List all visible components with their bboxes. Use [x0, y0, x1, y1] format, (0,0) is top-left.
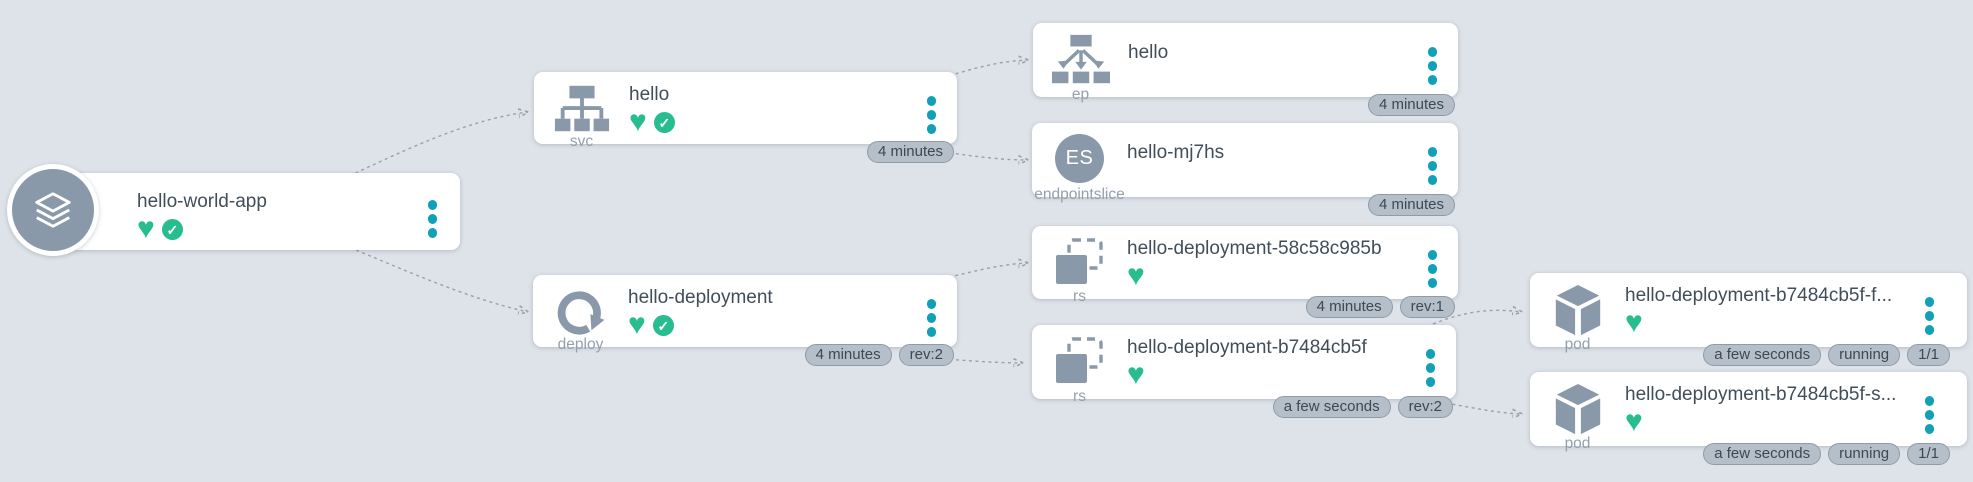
ready-count-badge: 1/1	[1907, 443, 1950, 465]
age-badge: a few seconds	[1703, 443, 1822, 465]
icon-column: ep	[1033, 23, 1128, 103]
node-title: hello	[629, 84, 670, 105]
age-badge: a few seconds	[1703, 344, 1822, 366]
status-row: ♥ ✓	[137, 211, 460, 245]
ready-count-badge: 1/1	[1907, 344, 1950, 366]
icon-column: pod	[1530, 273, 1625, 353]
age-badge: 4 minutes	[1305, 296, 1393, 318]
node-menu-button[interactable]	[1920, 294, 1940, 338]
status-row: ♥	[1625, 404, 1967, 438]
node-kind-label: pod	[1564, 335, 1591, 353]
node-endpointslice-hello-mj7hs[interactable]: ES endpointslice hello-mj7hs 4 minutes	[1032, 123, 1458, 216]
node-deployment-hello-deployment[interactable]: deploy hello-deployment ♥ ✓ 4 minutes re…	[533, 275, 957, 366]
badge-row: a few seconds running 1/1	[1703, 344, 1950, 366]
status-row: ♥	[1127, 357, 1456, 391]
node-title: hello-deployment-b7484cb5f-s...	[1625, 384, 1897, 405]
ready-check-icon: ✓	[161, 219, 183, 241]
icon-column: rs	[1032, 325, 1127, 405]
pod-icon	[1555, 284, 1600, 336]
service-icon	[554, 85, 609, 132]
node-kind-label: rs	[1073, 387, 1086, 405]
healthy-heart-icon: ♥	[1625, 305, 1643, 339]
node-pod-b7484cb5f-f[interactable]: pod hello-deployment-b7484cb5f-f... ♥ a …	[1530, 273, 1967, 366]
age-badge: 4 minutes	[866, 141, 954, 163]
ready-check-icon: ✓	[652, 315, 674, 337]
edge-rs2-pod1	[1432, 310, 1522, 325]
edge-rs2-pod2	[1445, 402, 1522, 414]
icon-column: ES endpointslice	[1032, 123, 1127, 203]
badge-row: 4 minutes rev:2	[804, 344, 954, 366]
node-title: hello-deployment-58c58c985b	[1127, 238, 1382, 259]
age-badge: 4 minutes	[1367, 94, 1455, 116]
pod-icon	[1555, 383, 1600, 435]
node-title: hello-deployment-b7484cb5f	[1127, 337, 1367, 358]
badge-row: 4 minutes	[1367, 194, 1455, 216]
node-kind-label: pod	[1564, 434, 1591, 452]
icon-column: deploy	[533, 275, 628, 353]
node-service-hello[interactable]: svc hello ♥ ✓ 4 minutes	[534, 72, 957, 163]
endpointslice-avatar-icon: ES	[1055, 134, 1104, 183]
ready-check-icon: ✓	[653, 112, 675, 134]
node-menu-button[interactable]	[1423, 247, 1443, 291]
node-kind-label: svc	[569, 132, 594, 150]
replicaset-icon	[1055, 238, 1103, 284]
node-kind-label: deploy	[557, 335, 604, 353]
node-kind-label: ep	[1071, 85, 1090, 103]
status-row: ♥ ✓	[629, 104, 957, 138]
healthy-heart-icon: ♥	[628, 307, 646, 341]
endpoints-icon	[1051, 34, 1110, 84]
node-menu-button[interactable]	[1423, 144, 1443, 188]
node-menu-button[interactable]	[922, 93, 942, 137]
revision-badge: rev:1	[1399, 296, 1455, 318]
revision-badge: rev:2	[898, 344, 954, 366]
age-badge: a few seconds	[1272, 396, 1391, 418]
node-menu-button[interactable]	[423, 197, 443, 241]
node-app-hello-world-app[interactable]: hello-world-app ♥ ✓	[57, 173, 460, 250]
healthy-heart-icon: ♥	[137, 211, 155, 245]
node-menu-button[interactable]	[1421, 346, 1441, 390]
phase-badge: running	[1828, 344, 1901, 366]
node-menu-button[interactable]	[1920, 393, 1940, 437]
badge-row: 4 minutes rev:1	[1305, 296, 1455, 318]
badge-row: 4 minutes	[1367, 94, 1455, 116]
app-avatar[interactable]	[7, 164, 99, 256]
edge-root-deploy	[319, 234, 528, 312]
node-kind-label: endpointslice	[1034, 185, 1125, 203]
badge-row: 4 minutes	[866, 141, 954, 163]
icon-column: pod	[1530, 372, 1625, 452]
node-title: hello-mj7hs	[1127, 142, 1225, 163]
phase-badge: running	[1828, 443, 1901, 465]
icon-column: svc	[534, 72, 629, 150]
node-menu-button[interactable]	[922, 296, 942, 340]
edge-svc-ep	[899, 60, 1028, 93]
node-title: hello-deployment-b7484cb5f-f...	[1625, 285, 1893, 306]
status-row: ♥	[1625, 305, 1967, 339]
healthy-heart-icon: ♥	[1127, 357, 1145, 391]
node-endpoints-hello[interactable]: ep hello 4 minutes	[1033, 23, 1458, 116]
revision-badge: rev:2	[1397, 396, 1453, 418]
healthy-heart-icon: ♥	[1625, 404, 1643, 438]
node-pod-b7484cb5f-s[interactable]: pod hello-deployment-b7484cb5f-s... ♥ a …	[1530, 372, 1967, 465]
healthy-heart-icon: ♥	[1127, 258, 1145, 292]
node-replicaset-b7484cb5f[interactable]: rs hello-deployment-b7484cb5f ♥ a few se…	[1032, 325, 1456, 418]
healthy-heart-icon: ♥	[629, 104, 647, 138]
node-title: hello-deployment	[628, 287, 773, 308]
edge-deploy-rs1	[929, 263, 1028, 283]
node-menu-button[interactable]	[1423, 44, 1443, 88]
age-badge: 4 minutes	[1367, 194, 1455, 216]
layers-icon	[35, 192, 71, 228]
badge-row: a few seconds running 1/1	[1703, 443, 1950, 465]
status-row: ♥	[1127, 258, 1458, 292]
age-badge: 4 minutes	[804, 344, 892, 366]
replicaset-icon	[1055, 337, 1103, 383]
node-replicaset-58c58c985b[interactable]: rs hello-deployment-58c58c985b ♥ 4 minut…	[1032, 226, 1458, 318]
icon-column: rs	[1032, 226, 1127, 305]
badge-row: a few seconds rev:2	[1272, 396, 1453, 418]
deployment-icon	[557, 291, 604, 335]
node-title: hello	[1128, 42, 1169, 63]
node-kind-label: rs	[1073, 287, 1086, 305]
node-title: hello-world-app	[137, 191, 267, 212]
status-row: ♥ ✓	[628, 307, 957, 341]
